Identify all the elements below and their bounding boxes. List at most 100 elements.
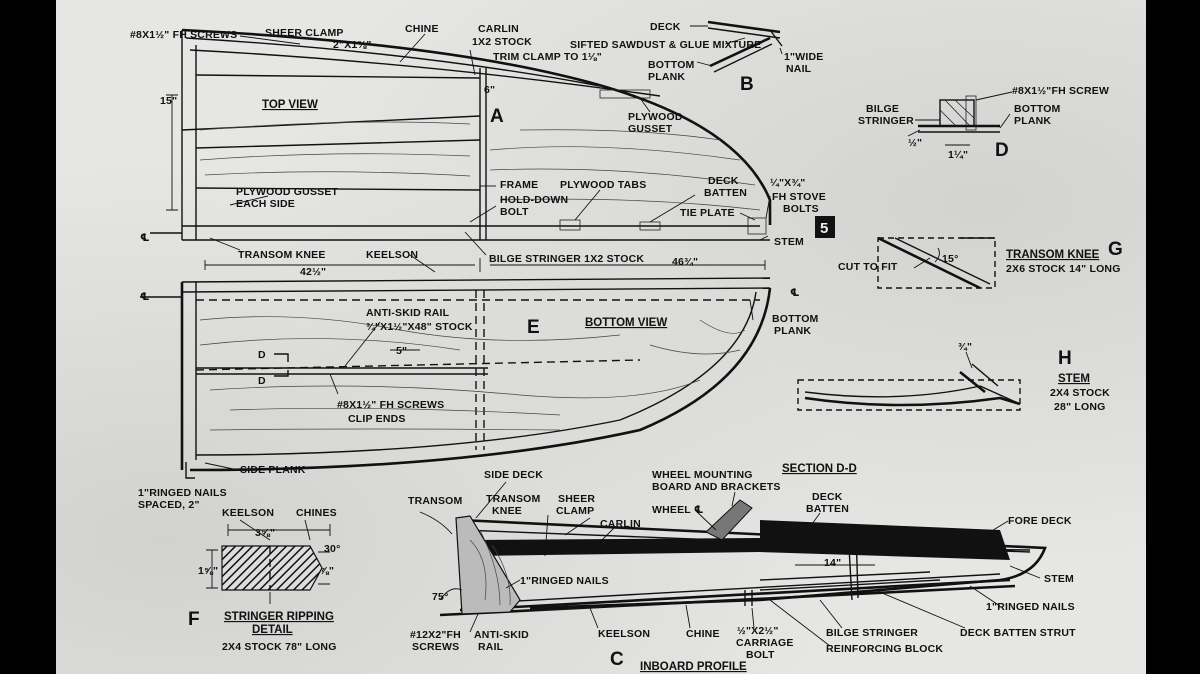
labels-detail-d: BILGE STRINGER #8X1½"FH SCREW BOTTOM PLA…	[858, 85, 1109, 161]
callout-e: E	[527, 317, 540, 338]
centerline-right: ℄	[790, 287, 800, 299]
label-fh-stove: FH STOVE	[772, 191, 826, 203]
label-wide: 1"WIDE	[784, 51, 823, 63]
label-anti-skid: ANTI-SKID RAIL	[366, 307, 450, 319]
labels-detail-g: CUT TO FIT 15° TRANSOM KNEE 2X6 STOCK 14…	[838, 239, 1123, 275]
label-side-plank: SIDE PLANK	[240, 464, 306, 476]
label-deg-75: 75°	[432, 591, 448, 603]
label-stem-h-dim: ¾"	[958, 341, 972, 353]
label-nail: NAIL	[786, 63, 812, 75]
label-plank-b: PLANK	[648, 71, 685, 83]
centerline-left-bottom: ℄	[140, 291, 150, 303]
top-view-hull	[150, 28, 772, 241]
section-mark-d-lower: D	[258, 375, 266, 387]
label-sifted: SIFTED SAWDUST & GLUE MIXTURE	[570, 39, 761, 51]
label-dim-15: 15"	[160, 95, 177, 107]
label-carriage-bolt: BOLT	[746, 649, 775, 661]
label-deg-30: 30°	[324, 543, 340, 555]
detail-d	[907, 91, 1013, 146]
label-chine: CHINE	[405, 23, 439, 35]
label-deck-c: DECK	[812, 491, 843, 503]
figure-number: 5	[820, 220, 828, 237]
detail-f	[206, 519, 331, 604]
title-section-dd: SECTION D-D	[782, 463, 857, 475]
label-keelson-c: KEELSON	[598, 628, 650, 640]
inboard-profile	[419, 481, 1047, 647]
label-anti-skid-c: ANTI-SKID	[474, 629, 529, 641]
label-stringer: STRINGER	[858, 115, 914, 127]
label-deck: DECK	[708, 175, 739, 187]
label-plywood-tabs: PLYWOOD TABS	[560, 179, 646, 191]
label-reinforcing-block: REINFORCING BLOCK	[826, 643, 943, 655]
label-stove-dim: ¼"X¾"	[770, 177, 805, 189]
label-gusset: GUSSET	[628, 123, 673, 135]
label-stem-c: STEM	[1044, 573, 1074, 585]
label-side-deck: SIDE DECK	[484, 469, 543, 481]
label-transom-knee-stock: 2X6 STOCK 14" LONG	[1006, 263, 1121, 275]
label-wheel-mounting: WHEEL MOUNTING	[652, 469, 753, 481]
title-top-view: TOP VIEW	[262, 99, 318, 111]
figure-number-badge	[815, 216, 835, 238]
label-plank: PLANK	[774, 325, 811, 337]
label-trim-clamp: TRIM CLAMP TO 1⅛"	[493, 51, 602, 63]
label-deg-15: 15°	[942, 253, 958, 265]
label-transom: TRANSOM	[408, 495, 463, 507]
section-d-marks	[274, 353, 289, 377]
label-bottom-d: BOTTOM	[1014, 103, 1061, 115]
label-clamp-c: CLAMP	[556, 505, 594, 517]
title-inboard-profile: INBOARD PROFILE	[640, 661, 747, 673]
label-bilge-stringer: BILGE STRINGER 1X2 STOCK	[489, 253, 644, 265]
label-frame: FRAME	[500, 179, 538, 191]
label-bolt: BOLT	[500, 206, 529, 218]
callout-b: B	[740, 74, 754, 95]
title-stringer-ripping: STRINGER RIPPING	[224, 611, 334, 623]
label-dim-42: 42½"	[300, 266, 326, 278]
label-chine-c: CHINE	[686, 628, 720, 640]
label-rail-c: RAIL	[478, 641, 504, 653]
label-anti-skid-stock: ¾"X1½"X48" STOCK	[366, 321, 473, 333]
label-bilge-stringer-c: BILGE STRINGER	[826, 627, 918, 639]
labels-top-view: #8X1½" FH SCREWS SHEER CLAMP 2"X1⅜" CHIN…	[130, 23, 835, 248]
label-stem-stock: 2X4 STOCK	[1050, 387, 1110, 399]
callout-g: G	[1108, 239, 1123, 260]
labels-detail-h: ¾" H STEM 2X4 STOCK 28" LONG	[958, 341, 1110, 413]
label-dim-1-5-8: 1⅝"	[198, 565, 218, 577]
callout-d: D	[995, 140, 1009, 161]
label-screws-c: SCREWS	[412, 641, 459, 653]
label-plywood-gusset-each: PLYWOOD GUSSET	[236, 186, 339, 198]
label-ringed-nails: 1"RINGED NAILS	[138, 487, 227, 499]
label-stem-long: 28" LONG	[1054, 401, 1106, 413]
label-deck-b: DECK	[650, 21, 681, 33]
label-chines-f: CHINES	[296, 507, 337, 519]
label-dim-5: 5"	[396, 345, 407, 357]
label-plank-d: PLANK	[1014, 115, 1051, 127]
labels-detail-b: DECK SIFTED SAWDUST & GLUE MIXTURE BOTTO…	[570, 21, 823, 95]
label-stringer-stock: 2X4 STOCK 78" LONG	[222, 641, 337, 653]
label-carriage-dim: ½"X2½"	[737, 625, 779, 637]
section-mark-d-upper: D	[258, 349, 266, 361]
label-dim-3-5-8: 3⅝"	[255, 527, 275, 539]
label-sheer-clamp: SHEER CLAMP	[265, 27, 344, 39]
label-spaced: SPACED, 2"	[138, 499, 200, 511]
labels-inboard-profile: SIDE DECK TRANSOM TRANSOM KNEE SHEER CLA…	[408, 463, 1076, 673]
callout-a: A	[490, 106, 504, 127]
leader-lines	[204, 33, 771, 471]
label-wheel-cl: WHEEL ℄	[652, 504, 703, 516]
label-bilge: BILGE	[866, 103, 899, 115]
label-dim-46: 46¾"	[672, 256, 698, 268]
label-stem-top: STEM	[774, 236, 804, 248]
labels-bottom-view: TRANSOM KNEE KEELSON BILGE STRINGER 1X2 …	[138, 249, 818, 511]
label-sheer-c: SHEER	[558, 493, 595, 505]
label-clip-ends: CLIP ENDS	[348, 413, 406, 425]
label-dim-side-f: ⅞"	[320, 565, 334, 577]
label-fore-deck: FORE DECK	[1008, 515, 1072, 527]
label-transom-c: TRANSOM	[486, 493, 541, 505]
detail-b	[690, 20, 783, 73]
label-ringed-nails-left: 1"RINGED NAILS	[520, 575, 609, 587]
label-bottom-b: BOTTOM	[648, 59, 695, 71]
label-plywood: PLYWOOD	[628, 111, 683, 123]
label-carlin-stock: 1X2 STOCK	[472, 36, 532, 48]
label-dim-14: 14"	[824, 557, 841, 569]
label-cut-to-fit: CUT TO FIT	[838, 261, 898, 273]
label-hold-down: HOLD-DOWN	[500, 194, 568, 206]
